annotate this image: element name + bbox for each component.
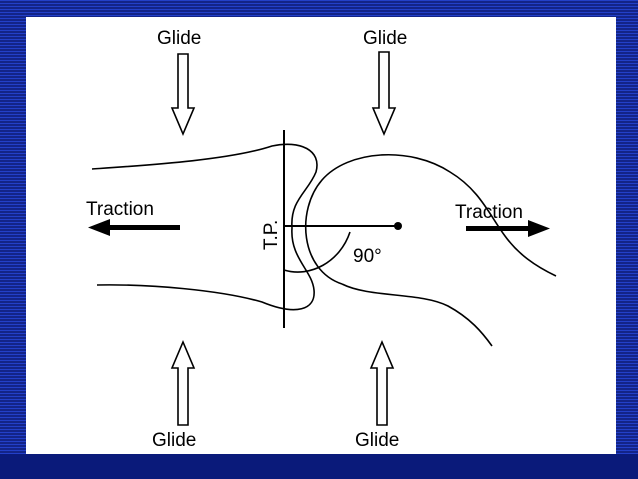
glide-arrow-top-left [170,53,196,137]
concave-bone [91,143,318,311]
angle-arc [283,231,351,273]
glide-label-bottom-right: Glide [355,430,399,451]
glide-arrow-bottom-right [369,339,395,426]
slide-frame [26,17,616,454]
convex-bone-head [304,153,557,347]
traction-label-left: Traction [86,199,154,220]
glide-arrow-top-right [371,51,397,137]
bottom-band [0,454,638,479]
treatment-plane-label: T.P. [261,220,282,250]
glide-label-bottom-left: Glide [152,430,196,451]
angle-label: 90° [353,246,382,267]
glide-label-top-left: Glide [157,28,201,49]
glide-arrow-bottom-left [170,339,196,426]
center-point [394,222,402,230]
traction-arrow-left [88,219,180,236]
glide-label-top-right: Glide [363,28,407,49]
